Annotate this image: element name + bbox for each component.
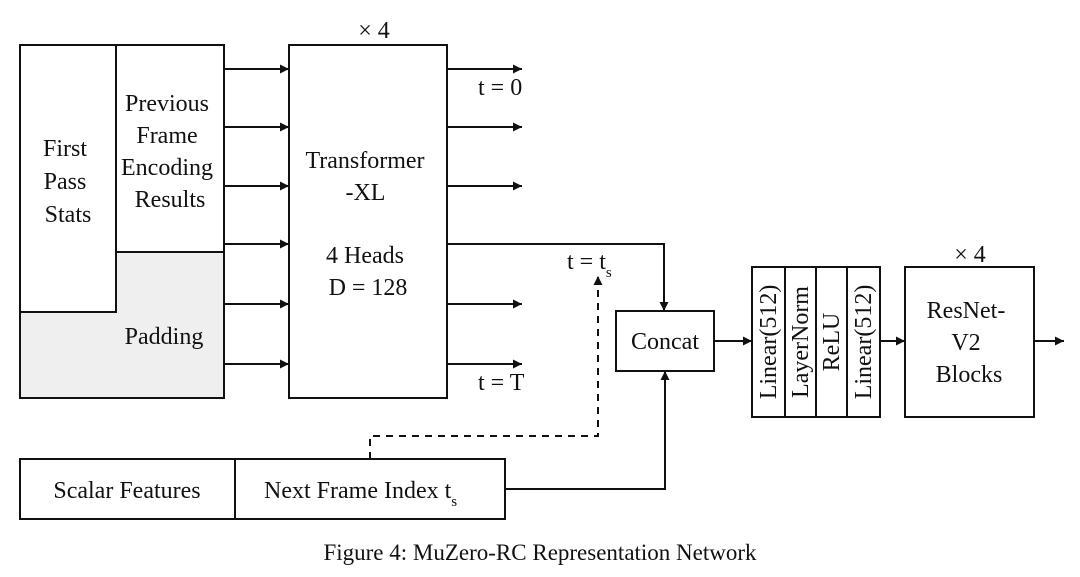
resnet-repeat-label: × 4 xyxy=(954,242,986,268)
next-frame-index-box xyxy=(234,458,506,520)
previous-frame-box xyxy=(115,44,225,253)
first-pass-stats-label: First Pass Stats xyxy=(43,136,93,228)
resnet-v2-box xyxy=(904,266,1035,418)
scalar-features-box xyxy=(19,458,236,520)
mlp-stack: Linear(512) LayerNorm ReLU Linear(512) xyxy=(751,266,881,418)
output-tT-label: t = T xyxy=(478,370,525,396)
padding-label: Padding xyxy=(125,324,204,350)
output-arrows xyxy=(447,64,669,369)
padding-outline xyxy=(19,252,225,399)
concat-label: Concat xyxy=(631,329,699,355)
layernorm-label: LayerNorm xyxy=(788,286,814,398)
padding-region xyxy=(20,252,224,398)
relu-label: ReLU xyxy=(819,313,845,372)
previous-frame-label: Previous Frame Encoding Results xyxy=(121,91,219,213)
relu-box xyxy=(815,266,848,418)
dashed-arrow-frame-index-to-ts xyxy=(369,276,603,459)
resnet-v2-label: ResNet- V2 Blocks xyxy=(927,298,1012,388)
linear-512-box-1 xyxy=(751,266,786,418)
linear-512-label-2: Linear(512) xyxy=(851,285,877,400)
arrow-ts-to-concat xyxy=(447,243,669,311)
input-arrows xyxy=(224,64,289,369)
output-ts-label: t = ts xyxy=(567,249,612,281)
output-t0-label: t = 0 xyxy=(478,75,522,101)
input-block: First Pass Stats Previous Frame Encoding… xyxy=(19,44,225,399)
linear-512-label-1: Linear(512) xyxy=(756,285,782,400)
transformer-xl-box xyxy=(288,44,448,399)
transformer-repeat-label: × 4 xyxy=(358,18,390,44)
scalar-features-label: Scalar Features xyxy=(53,478,200,504)
arrow-frame-index-to-concat xyxy=(505,371,670,490)
first-pass-stats-box xyxy=(19,44,117,313)
next-frame-index-label: Next Frame Index ts xyxy=(264,478,457,510)
figure-caption: Figure 4: MuZero-RC Representation Netwo… xyxy=(323,540,757,565)
transformer-xl-label: Transformer -XL 4 Heads D = 128 xyxy=(305,148,430,301)
